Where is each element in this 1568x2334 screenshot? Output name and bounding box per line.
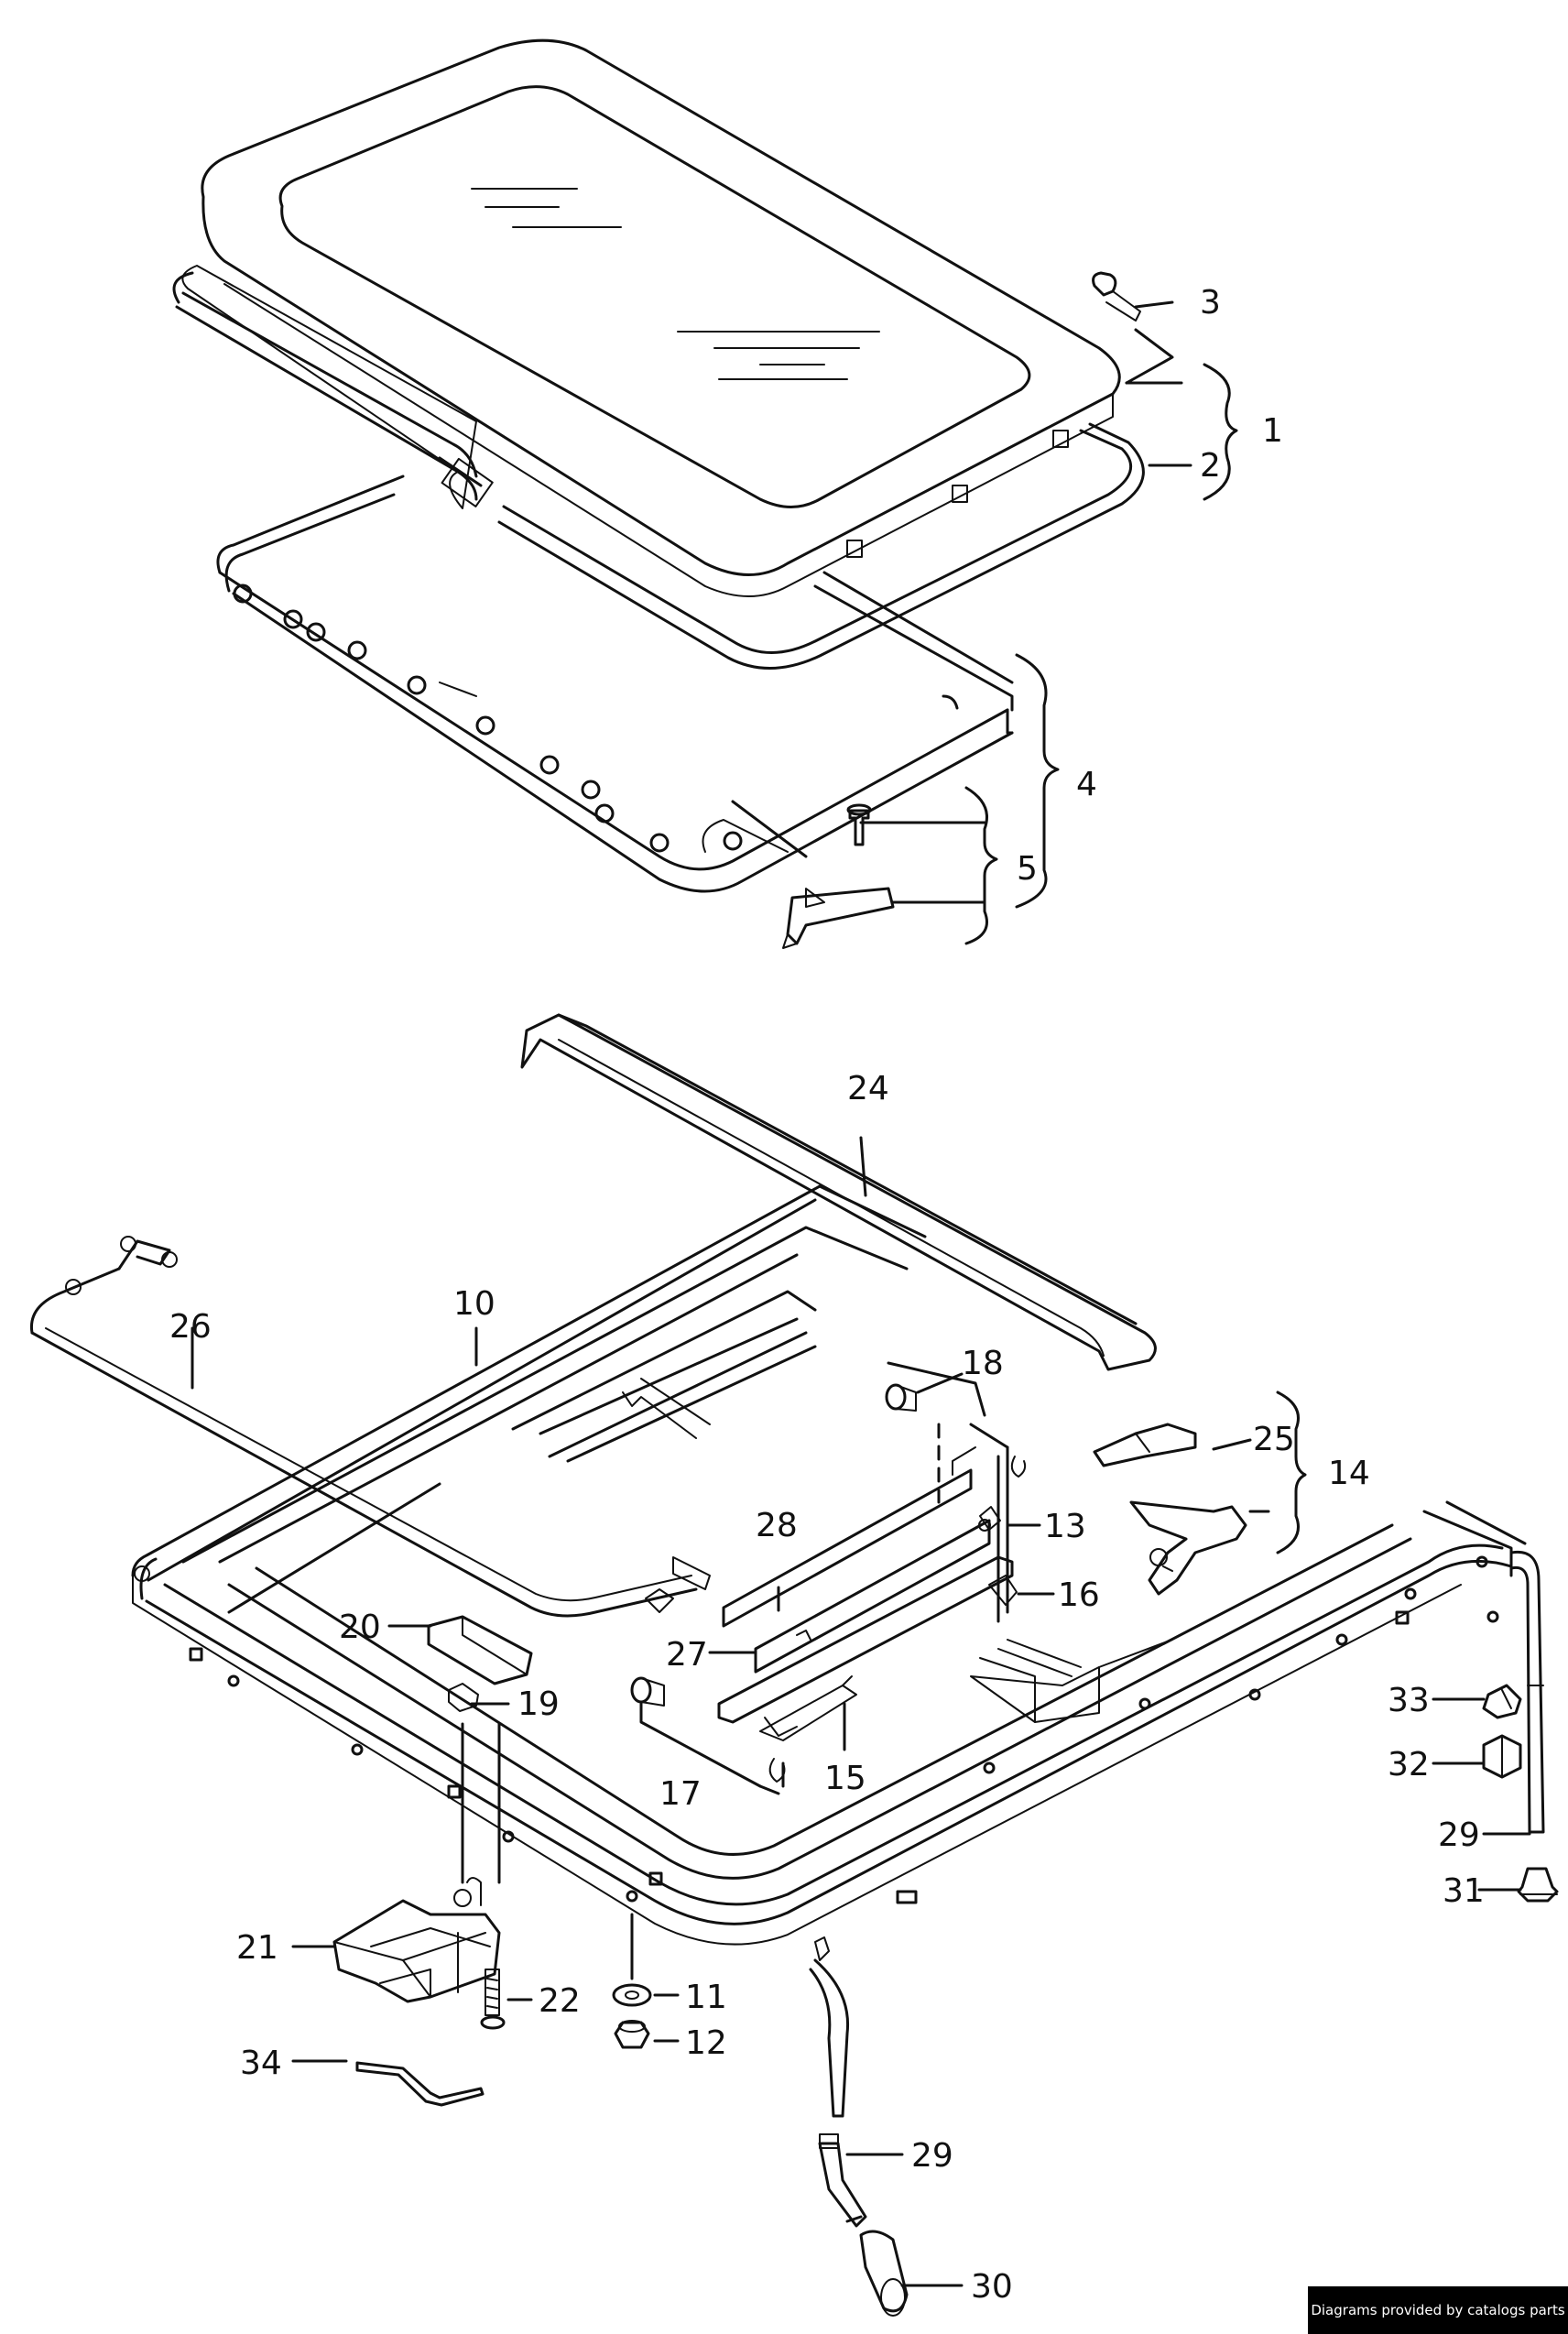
nut-12 (614, 2020, 650, 2049)
label-32: 32 (1388, 1746, 1430, 1783)
glass-panel (201, 38, 1121, 597)
label-4: 4 (1076, 766, 1097, 803)
label-31: 31 (1443, 1872, 1485, 1910)
label-2: 2 (1200, 447, 1221, 485)
label-26: 26 (169, 1308, 212, 1346)
label-24: 24 (847, 1070, 889, 1107)
bracket-screw (846, 803, 872, 846)
label-11: 11 (685, 1979, 727, 2016)
brackets (964, 363, 1307, 1554)
leader-lines (191, 300, 1531, 2287)
clamp-33 (1482, 1684, 1522, 1719)
label-34: 34 (240, 2045, 282, 2082)
lever-14 (1129, 1500, 1247, 1596)
label-25: 25 (1253, 1421, 1295, 1458)
label-21: 21 (236, 1929, 278, 1967)
label-29-rear: 29 (1438, 1816, 1480, 1854)
label-16: 16 (1058, 1576, 1100, 1614)
label-22: 22 (539, 1982, 581, 2020)
label-30: 30 (971, 2268, 1013, 2306)
label-13: 13 (1044, 1508, 1086, 1545)
screw-3 (1092, 271, 1141, 322)
cover-20 (427, 1615, 533, 1685)
label-15: 15 (824, 1760, 866, 1797)
guide-rail-27 (754, 1519, 991, 1674)
main-roof-frame (131, 1184, 1527, 1946)
guide-slider (782, 887, 895, 949)
valve-31 (1517, 1867, 1559, 1903)
drain-hose-front (809, 1936, 867, 2228)
clip-13 (978, 1506, 1001, 1532)
label-18: 18 (962, 1345, 1004, 1382)
label-1: 1 (1262, 412, 1283, 450)
label-3: 3 (1200, 284, 1221, 322)
clip-16 (988, 1575, 1018, 1606)
glass-frame (216, 474, 1014, 893)
label-33: 33 (1388, 1682, 1430, 1719)
label-14: 14 (1328, 1455, 1370, 1492)
clip-32 (1482, 1734, 1522, 1779)
glass-seal (172, 265, 1145, 670)
drain-hose-rear (1509, 1550, 1545, 1834)
drive-motor-21 (332, 1877, 501, 2003)
grommet-30 (859, 2230, 909, 2317)
credit-badge: Diagrams provided by catalogs parts (1308, 2286, 1568, 2334)
washer-11 (612, 1983, 652, 2007)
label-20: 20 (339, 1609, 381, 1646)
pin-18 (885, 1383, 1027, 1478)
label-12: 12 (685, 2024, 727, 2062)
label-10: 10 (453, 1285, 495, 1323)
front-cross-member (520, 1013, 1157, 1371)
label-29-front: 29 (911, 2137, 953, 2175)
drain-frame-26 (29, 1236, 711, 1618)
bolt-22 (480, 1969, 506, 2030)
clip-19 (448, 1683, 479, 1712)
label-28: 28 (756, 1507, 798, 1544)
part-labels: 3 1 2 4 5 24 10 26 18 25 14 28 13 16 20 … (169, 284, 1485, 2306)
crank-34 (355, 2061, 485, 2107)
lever-25 (1093, 1423, 1197, 1467)
label-17: 17 (659, 1775, 702, 1813)
inner-guide-rails (511, 1290, 1173, 1723)
label-5: 5 (1017, 850, 1038, 888)
label-19: 19 (517, 1685, 560, 1723)
label-27: 27 (666, 1636, 708, 1674)
